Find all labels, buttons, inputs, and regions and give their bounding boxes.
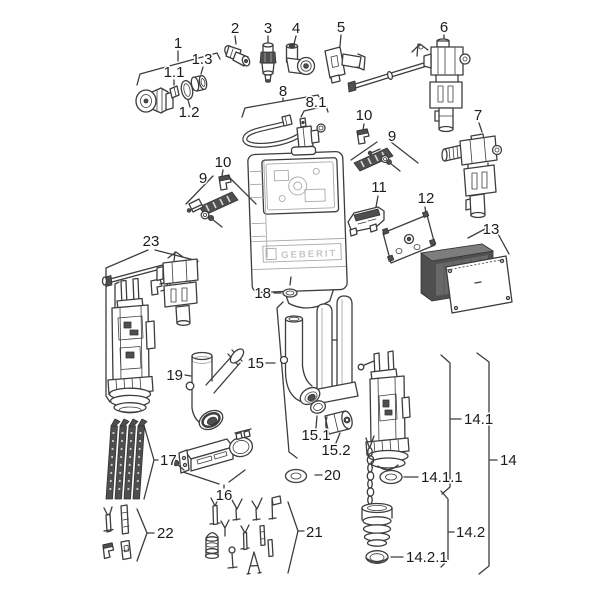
strip-1: [105, 418, 121, 500]
callout-14-1: 14.1: [464, 411, 493, 428]
part-2-elbow-fitting: [224, 35, 251, 67]
part-20-washer: [284, 468, 323, 484]
callout-14-2: 14.2: [456, 524, 485, 541]
callout-1-1: 1.1: [164, 64, 185, 81]
part-15-2-sleeve: [324, 410, 353, 444]
cistern-tank: GEBERIT: [247, 145, 348, 309]
part-22-small-parts-set: [102, 504, 155, 562]
part-12-mounting-plate: [382, 206, 437, 264]
part-1-inlet-fitting: [135, 50, 221, 114]
callout-23: 23: [143, 233, 160, 250]
callout-3: 3: [264, 20, 272, 37]
callout-14: 14: [500, 452, 517, 469]
part-13-protection-box: [419, 228, 513, 314]
callout-20: 20: [324, 467, 341, 484]
part-15-flush-bend-set: [265, 295, 359, 459]
callout-14-1-1: 14.1.1: [421, 469, 463, 486]
part-14-1-flush-valve: [357, 350, 411, 471]
part-8-1-seal-set: [299, 105, 329, 133]
callout-21: 21: [306, 524, 323, 541]
part-15-1-oring: [309, 400, 327, 429]
callout-1-2: 1.2: [179, 104, 200, 121]
part-14-2-1-seal: [365, 550, 404, 564]
part-19-y-pipe: [184, 348, 245, 431]
callout-15-1: 15.1: [301, 427, 330, 444]
part-7-side-fill-valve: [441, 122, 503, 219]
part-17-insulation-strips: [105, 418, 159, 500]
callout-9-left: 9: [199, 170, 207, 187]
part-6-fill-valve: [347, 34, 471, 133]
callout-7: 7: [474, 107, 482, 124]
part-14-1-1-seal: [379, 469, 419, 485]
callout-19: 19: [166, 367, 183, 384]
callout-6: 6: [440, 19, 448, 36]
part-14-2-valve-basket: [361, 435, 393, 547]
callout-15: 15: [247, 355, 264, 372]
part-10-right-clip: [356, 123, 370, 145]
callout-18: 18: [254, 285, 271, 302]
callout-17: 17: [160, 452, 177, 469]
callout-13: 13: [483, 221, 500, 238]
callout-22: 22: [157, 525, 174, 542]
part-18-oring: [273, 276, 298, 298]
callout-labels: 1 1.1 1.2 1.3 2 3 4 5 6 7 8 8.1 9 10 9 1…: [141, 18, 518, 568]
strip-2: [114, 418, 130, 500]
callout-10-right: 10: [356, 107, 373, 124]
part-21-small-parts-set: [204, 495, 305, 575]
tank-brand-text: GEBERIT: [281, 248, 338, 261]
callout-14-2-1: 14.2.1: [406, 549, 448, 566]
callout-9-right: 9: [388, 128, 396, 145]
part-11-bracket: [347, 195, 385, 237]
strip-3: [123, 418, 139, 500]
bracket-14-1: [440, 354, 462, 495]
bracket-14-2: [440, 490, 455, 568]
part-9-right-bracket-set: [350, 141, 419, 172]
callout-8: 8: [279, 83, 287, 100]
callout-8-1: 8.1: [306, 94, 327, 111]
part-4-angle-fitting: [285, 35, 316, 76]
part-5-mounting-clip: [324, 34, 366, 84]
callout-1-3: 1.3: [192, 51, 213, 68]
callout-1: 1: [174, 35, 182, 52]
part-23-valve-module: [101, 249, 199, 414]
callout-12: 12: [418, 190, 435, 207]
callout-5: 5: [337, 19, 345, 36]
callout-2: 2: [231, 20, 239, 37]
callout-16: 16: [216, 487, 233, 504]
part-16-wall-bracket: [172, 428, 254, 489]
callout-10-left: 10: [215, 154, 232, 171]
part-3-valve-fitting: [259, 35, 277, 83]
part-9-left-bracket-set: [185, 175, 257, 228]
bracket-14: [476, 352, 498, 575]
part-10-left-clip: [218, 169, 232, 191]
strip-4: [132, 418, 148, 500]
callout-15-2: 15.2: [321, 442, 350, 459]
callout-11: 11: [371, 179, 387, 196]
callout-4: 4: [292, 20, 300, 37]
